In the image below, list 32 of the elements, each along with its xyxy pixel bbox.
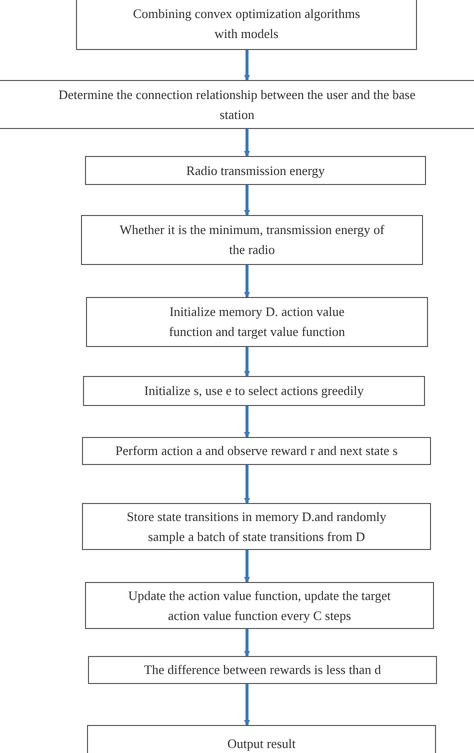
- process-box: [88, 656, 437, 684]
- step-text: Initialize memory D. action value function and target value function: [168, 303, 346, 341]
- step-text: Whether it is the minimum, transmission energy of the radio: [118, 221, 386, 259]
- step-text: Determine the connection relationship between the user and the base station: [57, 86, 416, 124]
- process-box: [86, 297, 428, 347]
- arrow: [244, 629, 250, 657]
- arrow: [244, 684, 250, 726]
- arrow: [244, 185, 250, 216]
- step-text: Update the action value function, update the target action value function every C steps: [127, 586, 392, 625]
- arrow: [244, 550, 250, 583]
- arrow: [244, 465, 250, 504]
- arrow: [244, 50, 250, 81]
- process-box: [81, 215, 423, 265]
- step-text: Perform action a and observe reward r and next state s: [115, 442, 398, 460]
- process-box: [0, 80, 474, 129]
- process-box: [85, 156, 426, 185]
- arrow: [244, 265, 250, 298]
- process-box: [82, 503, 431, 550]
- arrow: [244, 129, 250, 157]
- step-text: Radio transmission energy: [186, 162, 325, 180]
- step-text: Combining convex optimization algorithms with models: [132, 5, 362, 43]
- step-text: Output result: [227, 735, 296, 753]
- process-box: [83, 376, 425, 406]
- process-box: [82, 437, 431, 465]
- step-text: Store state transitions in memory D.and randomly sample a batch of state transitions from D: [126, 508, 388, 546]
- arrow: [244, 347, 250, 377]
- process-box: [76, 0, 417, 50]
- process-box: [87, 725, 436, 753]
- process-box: [85, 582, 434, 629]
- step-text: Initialize s, use e to select actions greedily: [144, 382, 364, 400]
- arrow: [244, 406, 250, 438]
- step-text: The difference between rewards is less than d: [144, 661, 381, 679]
